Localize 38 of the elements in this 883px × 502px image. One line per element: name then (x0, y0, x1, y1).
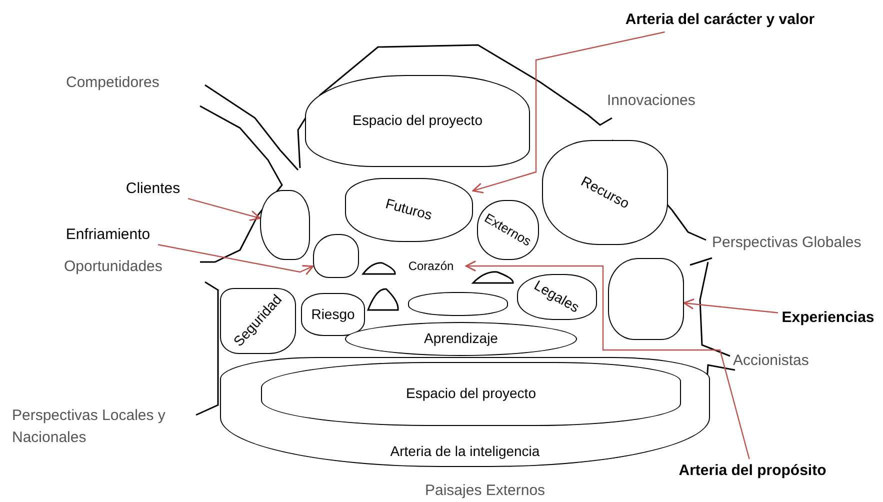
region-label: Perspectivas Locales y Nacionales (12, 406, 166, 448)
region-label: Perspectivas Globales (712, 233, 862, 253)
triangle-shape (367, 287, 399, 311)
region-label: Oportunidades (64, 257, 164, 277)
empty-cell (260, 190, 310, 260)
arrow (683, 298, 778, 314)
cell-shape (220, 288, 296, 354)
cell-label: Corazón (408, 258, 454, 274)
arrow (472, 31, 665, 194)
cell-label: Arteria del propósito (678, 462, 826, 480)
region-label: Competidores (66, 73, 160, 93)
arrow (188, 198, 261, 221)
triangle-shape (472, 270, 514, 284)
cell-shape (261, 362, 681, 426)
cell-label: Futuros (384, 195, 434, 225)
empty-cell (313, 234, 359, 278)
cell-shape (301, 293, 365, 336)
cell-label: Espacio del proyecto (352, 112, 482, 130)
region-label: Paisajes Externos (425, 481, 546, 501)
cell-shape (542, 140, 668, 245)
triangle-shape (362, 261, 396, 275)
cell-label: Arteria del carácter y valor (625, 10, 815, 30)
arrow (465, 260, 750, 460)
cell-label: Arteria de la inteligencia (390, 442, 540, 460)
cell-label: Enfriamiento (66, 226, 150, 244)
empty-cell (608, 258, 684, 340)
region-label: Innovaciones (607, 91, 696, 111)
cell-label: Riesgo (311, 306, 355, 324)
cell-label: Aprendizaje (424, 330, 498, 348)
cell-shape (345, 178, 473, 242)
region-label: Accionistas (733, 351, 810, 371)
cell-label: Espacio del proyecto (406, 385, 536, 403)
cell-label: Clientes (126, 180, 180, 198)
cell-shape (517, 274, 597, 320)
cell-shape (477, 200, 539, 260)
arrow (158, 244, 314, 276)
cell-label: Experiencias (782, 308, 874, 328)
cell-shape (305, 75, 530, 167)
